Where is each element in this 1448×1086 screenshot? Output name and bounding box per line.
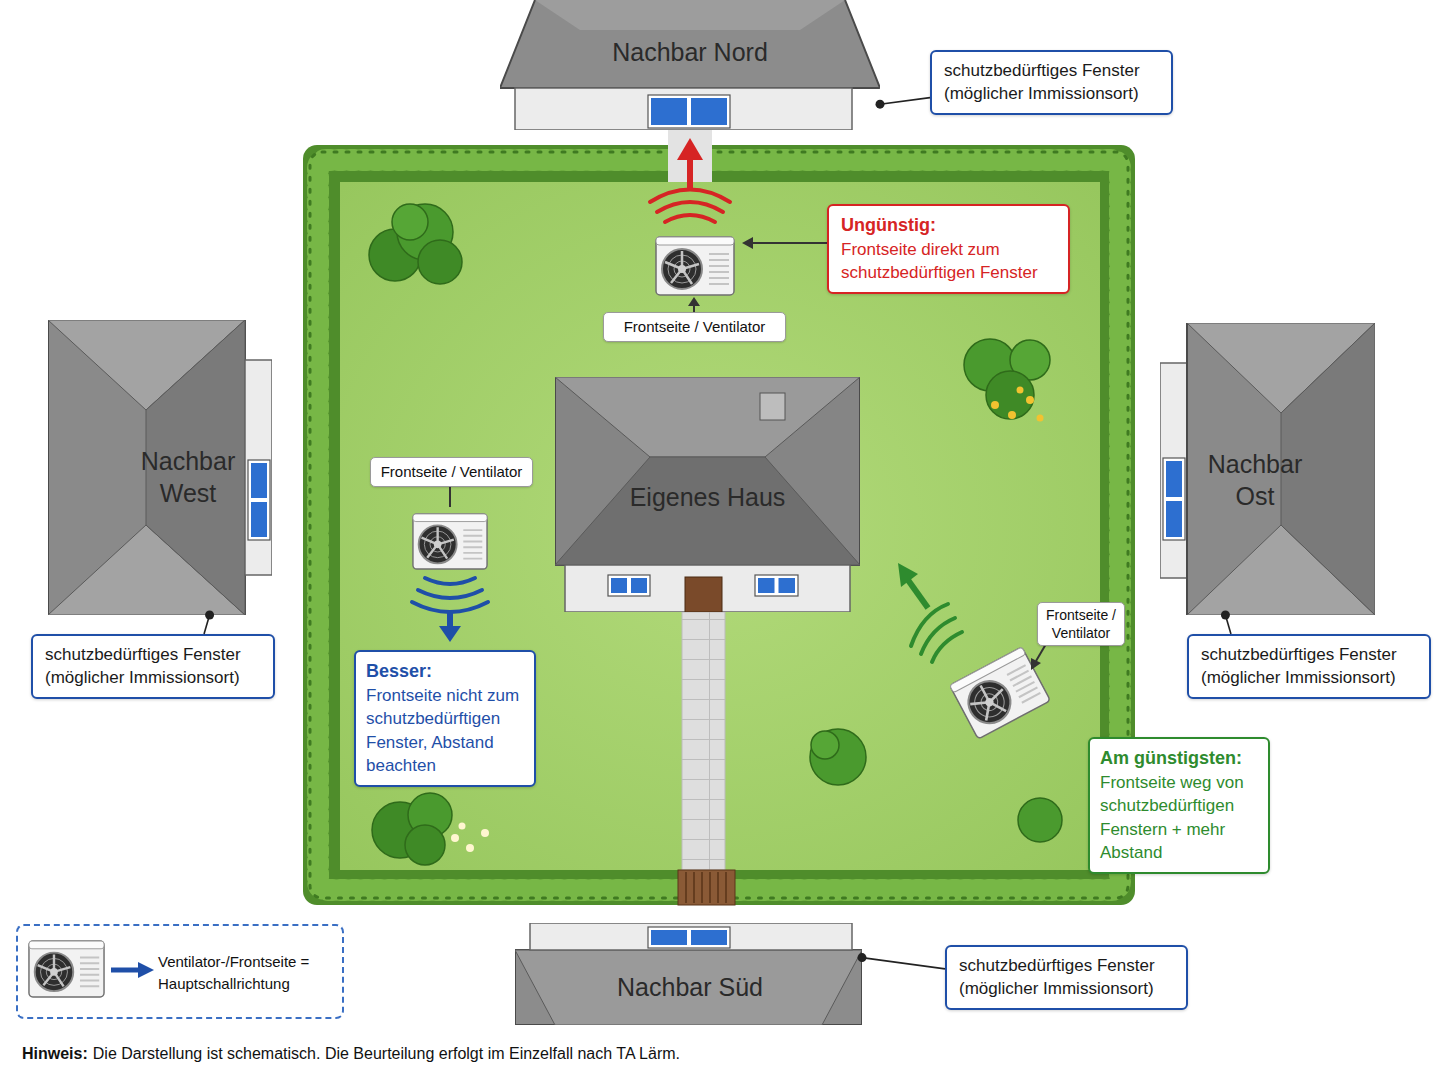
leader-line xyxy=(880,98,930,105)
leader-line xyxy=(1225,615,1231,634)
legend-text: Ventilator-/Frontseite = Hauptschallrich… xyxy=(158,951,323,995)
house-label-area: Nachbar West xyxy=(128,435,248,520)
hedge xyxy=(303,145,1135,905)
window-callout: schutzbedürftiges Fenster (möglicher Imm… xyxy=(945,945,1188,1010)
window-callout: schutzbedürftiges Fenster (möglicher Imm… xyxy=(1187,634,1431,699)
neighbor-house: Nachbar Ost xyxy=(1160,323,1375,615)
legend-sample xyxy=(18,926,342,1017)
house-name: Nachbar Ost xyxy=(1195,449,1315,512)
front-tag: Frontseite / Ventilator xyxy=(1037,602,1125,646)
front-tag: Frontseite / Ventilator xyxy=(370,457,533,487)
box-text: schutzbedürftiges Fenster (möglicher Imm… xyxy=(959,954,1174,1001)
house-name: Nachbar Nord xyxy=(612,37,768,68)
house-label-area: Nachbar Nord xyxy=(560,28,820,78)
leader-line xyxy=(204,615,210,634)
leader-line xyxy=(858,953,946,969)
box-text: schutzbedürftiges Fenster (möglicher Imm… xyxy=(45,643,261,690)
leader-line xyxy=(1221,611,1231,635)
note: Hinweis: Die Darstellung ist schematisch.… xyxy=(22,1045,680,1063)
heat-pump-unfavourable xyxy=(650,138,734,295)
heat-pump-better xyxy=(412,514,488,642)
legend-box: Ventilator-/Frontseite = Hauptschallrich… xyxy=(16,924,344,1019)
note-text: Die Darstellung ist schematisch. Die Beu… xyxy=(93,1045,680,1063)
leader-line xyxy=(876,98,931,109)
box-text: Frontseite weg von schutzbedürftigen Fen… xyxy=(1100,771,1258,865)
leader-line xyxy=(862,958,945,969)
box-text: schutzbedürftiges Fenster (möglicher Imm… xyxy=(1201,643,1417,690)
rating-box: Besser:Frontseite nicht zum schutzbedürf… xyxy=(354,650,536,787)
box-heading: Ungünstig: xyxy=(841,213,1056,238)
box-text: Frontseite / Ventilator xyxy=(1042,606,1120,642)
pointer-arrows xyxy=(450,237,1046,670)
house-label-area: Nachbar Süd xyxy=(575,965,805,1010)
rating-box: Am günstigsten:Frontseite weg von schutz… xyxy=(1088,737,1270,874)
neighbor-house: Nachbar West xyxy=(48,320,272,615)
rating-box: Ungünstig:Frontseite direkt zum schutzbe… xyxy=(827,204,1070,294)
leader-dot xyxy=(876,100,885,109)
leader-dot xyxy=(858,953,867,962)
leader-line xyxy=(204,611,214,635)
box-text: Frontseite / Ventilator xyxy=(610,317,779,337)
own-house: Eigenes Haus xyxy=(555,377,860,612)
house-label-area: Eigenes Haus xyxy=(595,475,820,520)
box-text: Frontseite / Ventilator xyxy=(377,462,526,482)
garden-path xyxy=(682,612,725,870)
window-callout: schutzbedürftiges Fenster (möglicher Imm… xyxy=(31,634,275,699)
box-text: Frontseite nicht zum schutzbedürftigen F… xyxy=(366,684,524,778)
box-heading: Besser: xyxy=(366,659,524,684)
house-name: Nachbar Süd xyxy=(617,972,763,1003)
front-tag: Frontseite / Ventilator xyxy=(603,312,786,342)
neighbor-house: Nachbar Nord xyxy=(500,0,880,130)
window-callout: schutzbedürftiges Fenster (möglicher Imm… xyxy=(930,50,1173,115)
house-name: Eigenes Haus xyxy=(630,482,786,513)
note-heading: Hinweis: xyxy=(22,1045,88,1063)
leader-dot xyxy=(1221,611,1230,620)
box-heading: Am günstigsten: xyxy=(1100,746,1258,771)
garden-gate xyxy=(678,870,735,905)
box-text: schutzbedürftiges Fenster (möglicher Imm… xyxy=(944,59,1159,106)
house-label-area: Nachbar Ost xyxy=(1195,438,1315,523)
house-name: Nachbar West xyxy=(128,446,248,509)
box-text: Frontseite direkt zum schutzbedürftigen … xyxy=(841,238,1056,285)
heat-pump-best xyxy=(898,563,1050,739)
leader-dot xyxy=(205,611,214,620)
lawn xyxy=(340,182,1100,870)
neighbor-house: Nachbar Süd xyxy=(515,923,862,1025)
